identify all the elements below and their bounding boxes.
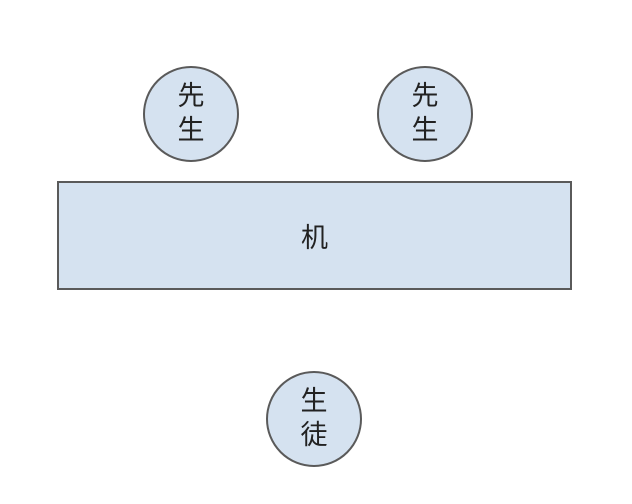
- teacher-label-line2: 生: [177, 115, 205, 146]
- teacher-label-line2: 生: [411, 115, 439, 146]
- teacher-node-right: 先 生: [377, 66, 473, 162]
- desk-node: 机: [57, 181, 572, 290]
- student-node: 生 徒: [266, 371, 362, 467]
- teacher-label-line1: 先: [177, 81, 205, 112]
- student-label-line2: 徒: [300, 420, 328, 451]
- desk-label: 机: [301, 223, 328, 254]
- student-label-line1: 生: [300, 386, 328, 417]
- teacher-label-line1: 先: [411, 81, 439, 112]
- teacher-node-left: 先 生: [143, 66, 239, 162]
